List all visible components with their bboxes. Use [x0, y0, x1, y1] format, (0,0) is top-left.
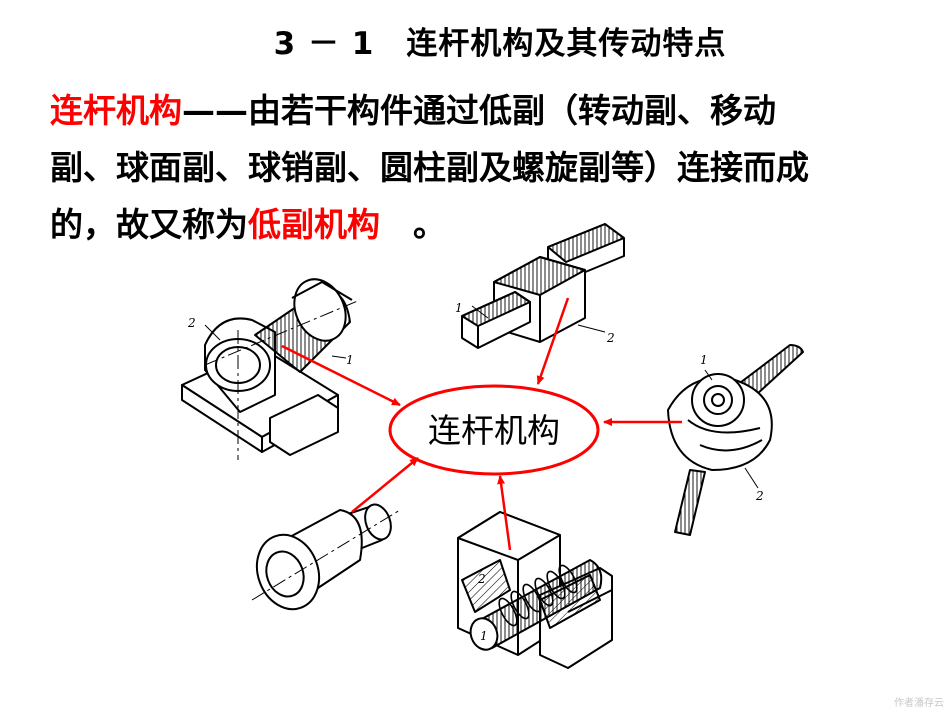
definition-line-3-pre: 的，故又称为 [50, 205, 248, 244]
term-link-mechanism: 连杆机构 [50, 91, 182, 130]
arrow-from-revolute [281, 344, 401, 407]
helical-pair-drawing [457, 511, 613, 669]
center-ellipse [388, 384, 600, 476]
spherical-label-1: 1 [700, 353, 708, 367]
center-label: 连杆机构 [428, 411, 560, 450]
arrow-from-helical [497, 475, 512, 551]
spherical-pair-drawing [667, 344, 804, 536]
definition-line-3-post: 。 [380, 205, 446, 244]
arrow-from-prismatic [536, 297, 570, 385]
page-title: 3 － 1 连杆机构及其传动特点 [273, 26, 727, 62]
helical-label-1: 1 [480, 629, 488, 643]
arrow-from-cylindrical [351, 457, 419, 513]
em-dash: —— [182, 91, 248, 130]
definition-paragraph: 连杆机构——由若干构件通过低副（转动副、移动 副、球面副、球销副、圆柱副及螺旋副… [50, 82, 930, 253]
revolute-label-2: 2 [187, 316, 196, 330]
cylindrical-pair-drawing [251, 503, 401, 611]
prismatic-label-1: 1 [455, 301, 463, 315]
revolute-label-1: 1 [346, 353, 354, 367]
definition-line-2: 副、球面副、球销副、圆柱副及螺旋副等）连接而成 [50, 148, 809, 187]
prismatic-label-2: 2 [606, 331, 615, 345]
watermark: 作者潘存云 [894, 698, 944, 709]
prismatic-pair-drawing [461, 223, 625, 349]
definition-line-1: 由若干构件通过低副（转动副、移动 [248, 91, 776, 130]
term-lower-pair-mechanism: 低副机构 [248, 205, 380, 244]
spherical-label-2: 2 [755, 489, 764, 503]
helical-label-2: 2 [477, 572, 486, 586]
revolute-pair-drawing [181, 278, 361, 460]
